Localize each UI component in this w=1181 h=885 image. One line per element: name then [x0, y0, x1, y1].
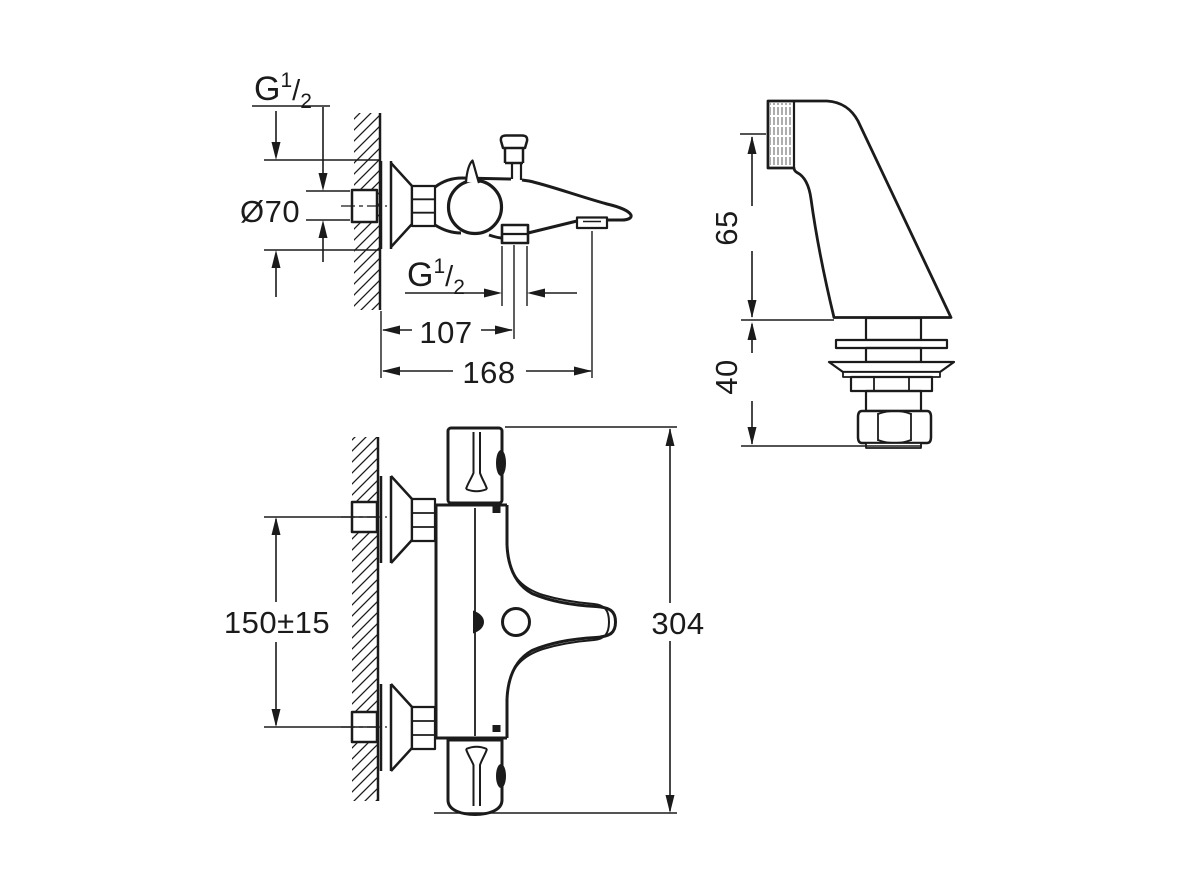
volume-handle: [446, 738, 506, 816]
mount-shank-mid: [864, 346, 923, 364]
body-horn-inner: [508, 560, 610, 684]
wall-hatch-front: [352, 437, 378, 801]
dim-escutcheon-label: Ø70: [240, 194, 300, 229]
dim-spout-reach: 168: [382, 231, 593, 390]
dim-hose-offset: 107: [380, 245, 515, 378]
dim-depth-below-deck: 40: [709, 319, 922, 447]
dim-inlet-spacing: 150±15: [224, 516, 378, 728]
lever-tab: [464, 159, 481, 184]
body-lug-bottom: [492, 725, 501, 732]
view-hose-holder: 65 40: [709, 99, 956, 449]
escutcheon-cone: [390, 162, 414, 248]
spout-bottom-left: [434, 223, 462, 235]
dim-wall-thread: G1/2: [252, 69, 350, 262]
economy-button-mark: [473, 610, 484, 634]
dim-65-label: 65: [709, 210, 744, 245]
dim-168-label: 168: [462, 355, 515, 390]
spout-bottom-mid: [488, 233, 503, 240]
dial-knob: [446, 178, 504, 236]
holder-body: [766, 99, 953, 319]
handle-bottom-dot: [496, 764, 506, 788]
dim-40-label: 40: [709, 359, 744, 394]
mount-flange: [827, 360, 956, 374]
dim-escutcheon-diameter: Ø70: [240, 111, 379, 297]
handle-top-dot: [496, 450, 506, 476]
dim-150-label: 150±15: [224, 605, 330, 640]
mounting-hardware: [827, 316, 956, 449]
handle-bottom-grip: [465, 745, 488, 806]
view-mixer-front: 150±15 304: [224, 426, 704, 816]
escutcheon-plate: [379, 161, 393, 249]
spout-bottom-right: [527, 219, 578, 235]
thermostat-body: [434, 503, 617, 740]
dim-height-above-deck: 65: [709, 133, 766, 318]
temperature-handle: [446, 426, 506, 505]
diverter-button: [501, 607, 531, 637]
spout-top-edge: [434, 176, 512, 189]
mount-shank-lower: [864, 389, 923, 413]
mount-shank-upper: [864, 316, 923, 342]
dim-overall-height: 304: [434, 426, 704, 814]
dim-hose-thread: G1/2: [405, 246, 577, 306]
dim-hose-thread-label: G1/2: [407, 255, 465, 299]
body-lug-top: [492, 506, 501, 513]
view-spout-side: G1/2 Ø70 G1/2 107: [240, 69, 633, 390]
hose-nipple: [500, 223, 530, 245]
spout-nose-edge: [521, 178, 633, 222]
holder-thread-hatch: [770, 103, 792, 167]
handle-bottom-outline: [446, 738, 504, 816]
hex-adapter: [410, 184, 437, 228]
aerator: [575, 216, 609, 230]
mount-locknut: [856, 409, 933, 445]
diverter-knob: [499, 134, 529, 180]
dim-304-label: 304: [651, 606, 704, 641]
dim-wall-thread-label: G1/2: [254, 69, 312, 113]
mount-washer: [834, 338, 949, 350]
mount-hex-collar: [849, 375, 934, 393]
dim-107-label: 107: [419, 315, 472, 350]
body-horn-outer: [505, 544, 617, 700]
handle-top-grip: [465, 432, 488, 493]
